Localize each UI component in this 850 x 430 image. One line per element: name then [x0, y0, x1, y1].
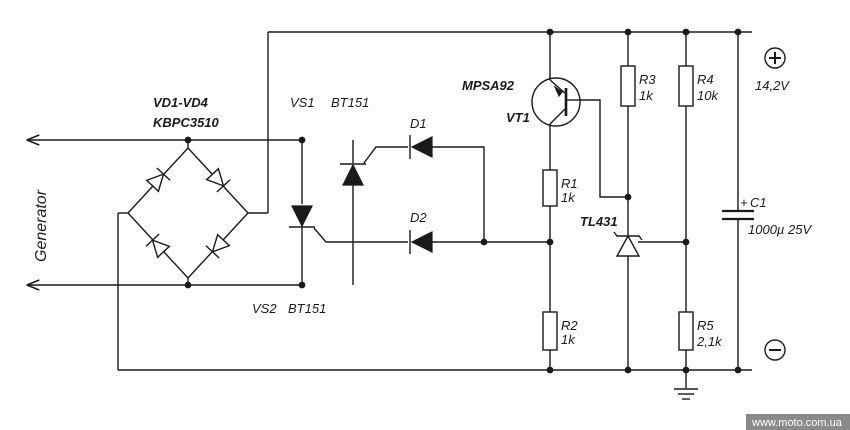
junction-dots [184, 28, 742, 374]
r4-value-label: 10k [697, 88, 719, 103]
diode-bridge [127, 146, 249, 280]
r5-ref-label: R5 [697, 318, 714, 333]
r2-ref-label: R2 [561, 318, 578, 333]
r2-value-label: 1k [561, 332, 576, 347]
c1-value-label: 1000µ 25V [748, 222, 812, 237]
transistor-ref-label: VT1 [506, 110, 530, 125]
ground-symbol [674, 388, 698, 400]
resistor-r2 [542, 311, 558, 351]
r1-value-label: 1k [561, 190, 576, 205]
transistor-vt1 [531, 77, 581, 127]
capacitor-c1 [722, 209, 754, 221]
wiring [28, 31, 752, 388]
bridge-ref-label: VD1-VD4 [153, 95, 209, 110]
vs2-part-label: BT151 [288, 301, 326, 316]
d2-label: D2 [410, 210, 427, 225]
plus-terminal [764, 47, 786, 69]
resistor-r5 [678, 311, 694, 351]
resistor-r4 [678, 65, 694, 107]
vs1-ref-label: VS1 [290, 95, 315, 110]
tl431-label: TL431 [580, 214, 618, 229]
c1-ref-label: C1 [750, 195, 767, 210]
diode-d2 [409, 230, 433, 254]
watermark: www.moto.com.ua [746, 414, 850, 430]
resistor-r3 [620, 65, 636, 107]
vs2-ref-label: VS2 [252, 301, 277, 316]
resistor-r1 [542, 169, 558, 207]
thyristor-vs1 [340, 163, 366, 186]
generator-label: Generator [33, 189, 50, 262]
regulator-tl431 [613, 228, 643, 258]
r3-ref-label: R3 [639, 72, 656, 87]
minus-terminal [764, 339, 786, 361]
c1-plus-label: + [740, 195, 748, 210]
vs1-part-label: BT151 [331, 95, 369, 110]
diode-d1 [409, 135, 433, 159]
r3-value-label: 1k [639, 88, 654, 103]
r1-ref-label: R1 [561, 176, 578, 191]
thyristor-vs2 [289, 205, 315, 228]
d1-label: D1 [410, 116, 427, 131]
voltage-label: 14,2V [755, 78, 790, 93]
transistor-part-label: MPSA92 [462, 78, 515, 93]
watermark-text: www.moto.com.ua [751, 417, 843, 429]
r5-value-label: 2,1k [696, 334, 723, 349]
r4-ref-label: R4 [697, 72, 714, 87]
bridge-part-label: KBPC3510 [153, 115, 220, 130]
